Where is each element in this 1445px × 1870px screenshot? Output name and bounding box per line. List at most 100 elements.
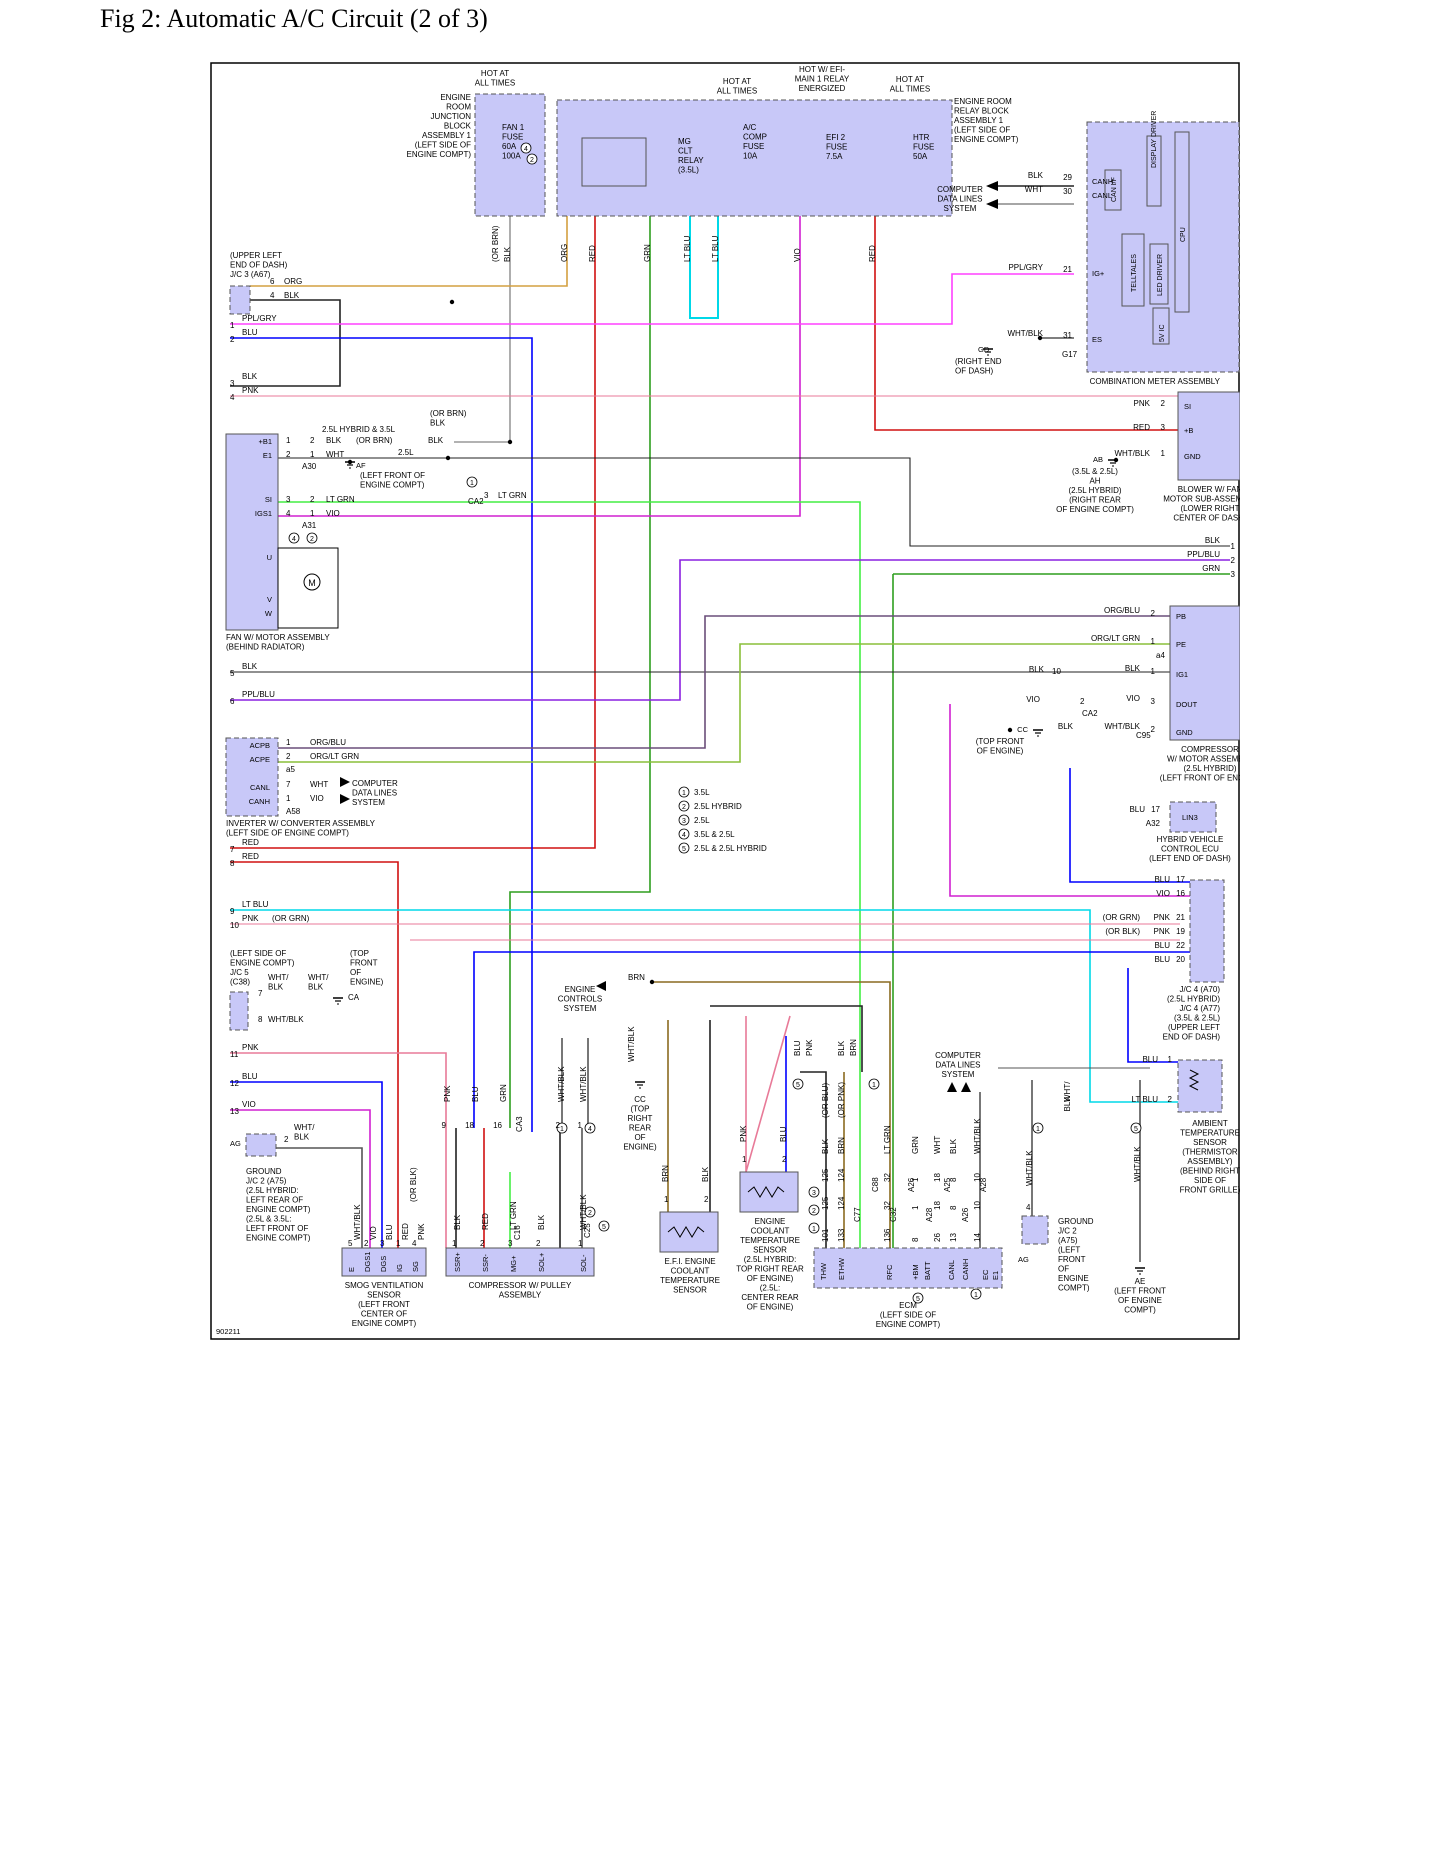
wire-color: PNK [739, 1125, 748, 1142]
wire-pplgry [230, 273, 1074, 325]
mg-relay-label: CLT [678, 147, 693, 156]
efi2-fuse-label: 7.5A [826, 152, 843, 161]
pulley-pin-name: SOL+ [537, 1252, 546, 1272]
wire-color: VIO [1026, 695, 1040, 704]
compressor-pin-number: 1 [1151, 667, 1156, 676]
inverter-wire-color: ORG/LT GRN [310, 752, 359, 761]
splice-dot [1113, 457, 1119, 463]
engine-coolant-title: TEMPERATURE [740, 1236, 800, 1245]
wire-color: BRN [849, 1039, 858, 1056]
cc-right-rear-label: ENGINE) [623, 1143, 657, 1152]
wire-color: VIO [326, 509, 340, 518]
ae-ground-title: AE [1135, 1277, 1146, 1286]
wire-color: WHT/BLK [579, 1066, 588, 1102]
option-marker [1130, 1122, 1142, 1134]
jc4-pin-number: 22 [1176, 941, 1185, 950]
wire-color: BLU [1142, 1055, 1158, 1064]
label: 6 [270, 277, 275, 286]
inverter-pin-name: CANH [249, 797, 270, 806]
jc2-right-title: COMPT) [1058, 1284, 1090, 1293]
ecm-pin-name: CANH [961, 1259, 970, 1280]
jc5-label: (LEFT SIDE OF [230, 949, 286, 958]
inverter-pin-number: 1 [286, 738, 291, 747]
option-number: 2 [530, 157, 534, 164]
computer-data-lines-label: DATA LINES [935, 1061, 980, 1070]
computer-data-lines-label: DATA LINES [352, 789, 397, 798]
wire-color: BLU [1154, 955, 1170, 964]
inverter-pin-number: 2 [286, 752, 291, 761]
line-number: 13 [230, 1107, 239, 1116]
led-driver-label: LED DRIVER [1157, 254, 1164, 296]
pulley-pin-number: 3 [508, 1239, 513, 1248]
mg-relay-label: MG [678, 137, 691, 146]
wire-color: BLK [242, 662, 258, 671]
wire-color: PNK [443, 1085, 452, 1102]
a5-connector: a5 [286, 765, 295, 774]
wire-color: BLU [793, 1040, 802, 1056]
top-wire-label: ORG [560, 244, 569, 262]
hot-label: HOT AT [896, 75, 924, 84]
ecm-pin-name: +BM [911, 1264, 920, 1280]
wire-color: BLU [471, 1086, 480, 1102]
ambient-sensor-title: AMBIENT [1192, 1119, 1228, 1128]
jc4-title: (UPPER LEFT [1168, 1023, 1220, 1032]
top-wire-label: LT BLU [683, 235, 692, 262]
cc-location: OF ENGINE) [977, 747, 1024, 756]
wire-blu-12 [230, 1081, 383, 1248]
engine-controls-label: ENGINE [565, 985, 596, 994]
hot-label: HOT AT [723, 77, 751, 86]
legend-marker [678, 814, 690, 826]
ecm-pin-name: ETHW [837, 1257, 846, 1280]
ac-comp-fuse-label: FUSE [743, 142, 764, 151]
label: 8 [258, 1015, 263, 1024]
gd-label: GD [978, 345, 990, 354]
line-number: 10 [230, 921, 239, 930]
inverter-pin-name: ACPE [250, 755, 270, 764]
thermistor-icon [1188, 1069, 1200, 1091]
jc4-pin-number: 21 [1176, 913, 1185, 922]
option-marker [970, 1288, 982, 1300]
ac-comp-fuse-label: 10A [743, 152, 758, 161]
wire-color: BLK [821, 1138, 830, 1154]
hv-ecu-title: CONTROL ECU [1161, 845, 1219, 854]
efi-sensor-title: SENSOR [673, 1286, 707, 1295]
wire-ltblu-9 [230, 909, 1178, 1103]
meter-pin-name: CANL [1092, 191, 1112, 200]
ambient-sensor-title: (THERMISTOR [1182, 1148, 1238, 1157]
fan1-fuse-label: 100A [502, 152, 521, 161]
blower-wire-color: RED [1133, 423, 1150, 432]
ecm-pin-number: 125 [821, 1168, 830, 1182]
wire-color: BLK [326, 436, 342, 445]
hot-label: ALL TIMES [890, 85, 930, 94]
engine-coolant-title: OF ENGINE) [747, 1303, 794, 1312]
meter-pin-number: 31 [1063, 331, 1072, 340]
junction-block-label: ASSEMBLY 1 [422, 131, 472, 140]
component-layer [225, 93, 1240, 1304]
compressor-pulley-assembly [445, 1247, 595, 1277]
hybrid-note: 2.5L HYBRID & 3.5L [322, 425, 396, 434]
jc2-left-title: GROUND [246, 1167, 282, 1176]
lin3-pin: LIN3 [1182, 813, 1198, 822]
compressor-motor-title: W/ MOTOR ASSEMBLY [1167, 755, 1240, 764]
wire-color: PNK [242, 386, 259, 395]
line-number: 7 [230, 845, 235, 854]
g17-connector: G17 [1062, 350, 1078, 359]
option-number: 1 [872, 1082, 876, 1089]
label: 2 [782, 1155, 787, 1164]
diagram-id: 902211 [216, 1327, 240, 1336]
ambient-sensor-title: FRONT GRILLE) [1180, 1186, 1240, 1195]
ecm-pin-number: 13 [949, 1233, 958, 1242]
ecm-connector: A26 [961, 1207, 970, 1222]
five-v-ic-block [1152, 307, 1170, 345]
ecm-pin-number: 124 [837, 1196, 846, 1210]
option-number: 1 [470, 480, 474, 487]
wire-red-blower [874, 216, 1178, 431]
wire-color: WHT/ [294, 1123, 315, 1132]
ambient-sensor-title: (BEHIND RIGHT [1180, 1167, 1240, 1176]
ecm-pin-name: RFC [885, 1264, 894, 1280]
wire-color: BLU [1129, 805, 1145, 814]
option-number: 2 [310, 536, 314, 543]
compressor-motor-title: (LEFT FRONT OF ENGINE) [1160, 774, 1240, 783]
